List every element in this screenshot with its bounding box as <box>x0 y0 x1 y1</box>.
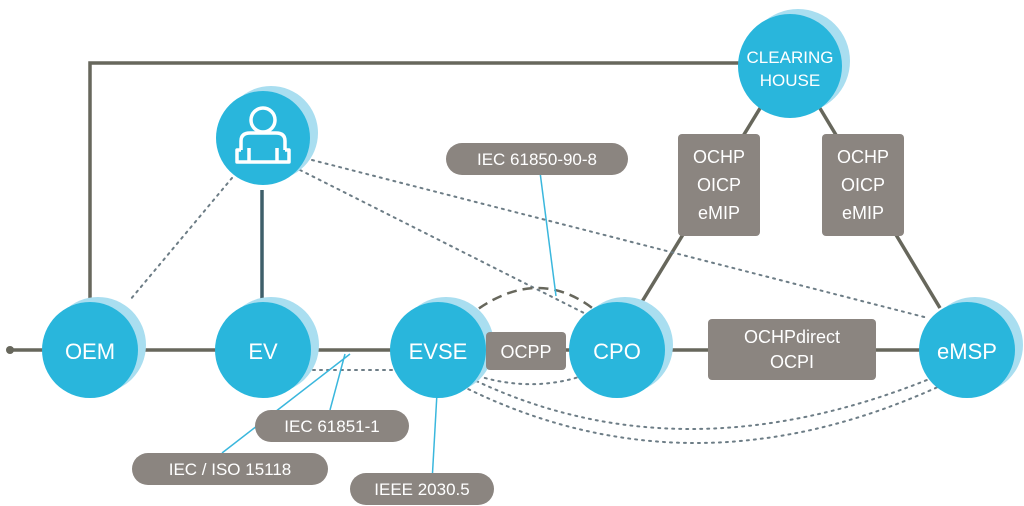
node-oem-circle <box>42 302 138 398</box>
ocpp-box <box>486 332 566 370</box>
user-to-oem-dotted-line <box>129 177 233 301</box>
node-ev: EV <box>215 297 319 398</box>
node-emsp-circle <box>919 302 1015 398</box>
ch-emsp-oicp-label: OICP <box>841 175 885 195</box>
leader-iso-15118 <box>221 353 351 454</box>
ch-cpo-box <box>678 134 760 236</box>
protocol-pill-iec-61851: IEC 61851-1 <box>255 410 409 442</box>
node-clearing-house-label-line2: HOUSE <box>760 71 820 90</box>
evse-to-cpo-dashed-arc <box>465 286 605 319</box>
iec-61851-pill <box>255 410 409 442</box>
node-clearing-house-circle <box>738 14 842 118</box>
leader-iec-61851 <box>329 353 346 411</box>
protocol-box-ochpdirect-ocpi: OCHPdirect OCPI <box>708 319 876 380</box>
ochpdirect-ocpi-box <box>708 319 876 380</box>
evse-to-emsp-dotted-curve-outer <box>461 385 941 444</box>
protocol-pill-ieee-2030: IEEE 2030.5 <box>350 473 494 505</box>
iec-61850-label: IEC 61850-90-8 <box>477 150 597 169</box>
iec-61851-label: IEC 61851-1 <box>284 417 379 436</box>
node-clearing-house-label-line1: CLEARING <box>747 48 834 67</box>
node-evse: EVSE <box>390 297 494 398</box>
node-clearing-house: CLEARING HOUSE <box>738 9 850 118</box>
node-oem: OEM <box>42 297 146 398</box>
ocpi-label: OCPI <box>770 352 814 372</box>
ch-emsp-emip-label: eMIP <box>842 203 884 223</box>
node-ev-circle <box>215 302 311 398</box>
ch-emsp-box <box>822 134 904 236</box>
iso-15118-pill <box>132 453 328 485</box>
ocpp-label: OCPP <box>500 342 551 362</box>
ch-cpo-oicp-label: OICP <box>697 175 741 195</box>
leader-iec-61850 <box>539 171 557 297</box>
ieee-2030-label: IEEE 2030.5 <box>374 480 469 499</box>
node-ev-label: EV <box>248 339 278 364</box>
evse-to-emsp-dotted-curve <box>469 377 933 430</box>
node-evse-label: EVSE <box>409 339 468 364</box>
dotted-connections <box>129 159 941 444</box>
node-evse-circle <box>390 302 486 398</box>
iec-61850-pill <box>446 143 628 175</box>
iso-15118-label: IEC / ISO 15118 <box>169 460 292 479</box>
oem-to-clearing-house-line <box>88 61 740 302</box>
person-icon <box>235 106 291 164</box>
leader-ieee-2030 <box>431 392 438 483</box>
protocol-box-ch-emsp: OCHP OICP eMIP <box>822 134 904 236</box>
backbone-start-dot <box>6 346 14 354</box>
user-to-emsp-dotted-line <box>311 159 929 319</box>
protocol-box-ch-cpo: OCHP OICP eMIP <box>678 134 760 236</box>
ch-cpo-emip-label: eMIP <box>698 203 740 223</box>
leader-lines <box>221 171 557 483</box>
ch-emsp-ochp-label: OCHP <box>837 147 889 167</box>
user-to-cpo-dotted-line <box>299 169 591 317</box>
node-user <box>216 86 318 185</box>
node-oem-label: OEM <box>65 339 115 364</box>
node-emsp-label: eMSP <box>937 339 997 364</box>
node-user-circle <box>216 91 310 185</box>
protocol-box-ocpp: OCPP <box>486 332 566 370</box>
node-cpo-circle <box>569 302 665 398</box>
ch-cpo-ochp-label: OCHP <box>693 147 745 167</box>
protocol-pill-iec-61850: IEC 61850-90-8 <box>446 143 628 175</box>
ochpdirect-label: OCHPdirect <box>744 327 840 347</box>
node-emsp: eMSP <box>919 297 1023 398</box>
ieee-2030-pill <box>350 473 494 505</box>
node-cpo-label: CPO <box>593 339 641 364</box>
protocol-pill-iso-15118: IEC / ISO 15118 <box>132 453 328 485</box>
evse-to-cpo-dotted-curve <box>477 369 599 386</box>
node-cpo: CPO <box>569 297 673 398</box>
